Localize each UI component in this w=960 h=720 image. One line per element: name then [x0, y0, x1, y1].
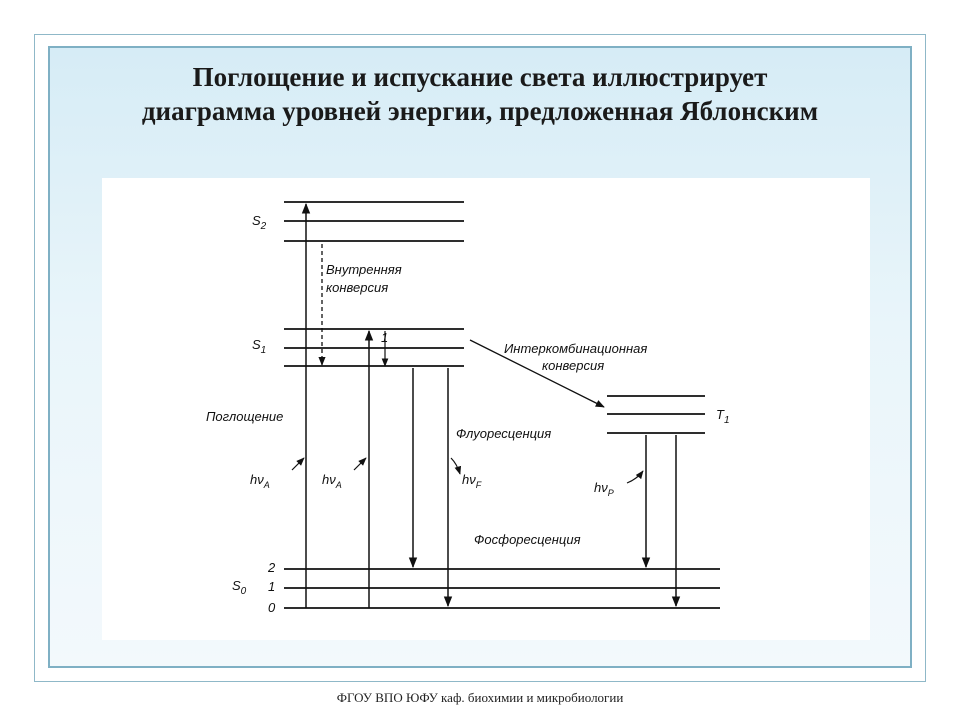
t1-label: T1 [716, 407, 730, 426]
diagram-canvas: S2 S1 S0 T1 2 1 0 Внутренняя конверсия И… [206, 201, 730, 615]
internal-conversion-label-1: Внутренняя [326, 262, 402, 277]
absorption-label: Поглощение [206, 409, 283, 424]
footer-text: ФГОУ ВПО ЮФУ каф. биохимии и микробиолог… [336, 690, 624, 705]
s0-label: S0 [232, 578, 247, 597]
jablonski-diagram: S2 S1 S0 T1 2 1 0 Внутренняя конверсия И… [102, 178, 870, 640]
photon-hook-absorption-2 [353, 457, 367, 471]
phosphorescence-label: Фосфоресценция [474, 532, 581, 547]
photon-hook-phosphorescence [626, 470, 644, 484]
s1-levels [284, 328, 464, 367]
intersystem-label-2: конверсия [542, 358, 604, 373]
hv-f-label: hνF [462, 472, 482, 490]
outer-frame [34, 34, 926, 682]
fluorescence-label: Флуоресценция [456, 426, 551, 441]
internal-conversion-label-2: конверсия [326, 280, 388, 295]
vib-level-2-label: 2 [267, 560, 276, 575]
photon-hook-absorption-1 [291, 457, 305, 471]
vibrational-one-label: 1 [381, 330, 388, 345]
intersystem-label-1: Интеркомбинационная [504, 341, 647, 356]
intersystem-crossing-arrow [469, 339, 605, 408]
slide-title-line-1: Поглощение и испускание света иллюстриру… [192, 62, 768, 92]
hv-a-label-1: hνA [250, 472, 270, 490]
vib-level-0-label: 0 [268, 600, 276, 615]
slide-title-line-2: диаграмма уровней энергии, предложенная … [141, 96, 819, 126]
photon-hook-fluorescence [450, 457, 462, 475]
s0-levels [284, 568, 720, 609]
s1-label: S1 [252, 337, 266, 356]
hv-p-label: hνP [594, 480, 614, 498]
s2-label: S2 [252, 213, 267, 232]
t1-levels [607, 395, 705, 434]
vib-level-1-label: 1 [268, 579, 275, 594]
hv-a-label-2: hνA [322, 472, 342, 490]
s2-levels [284, 201, 464, 242]
slide-title: Поглощение и испускание света иллюстриру… [48, 60, 912, 128]
